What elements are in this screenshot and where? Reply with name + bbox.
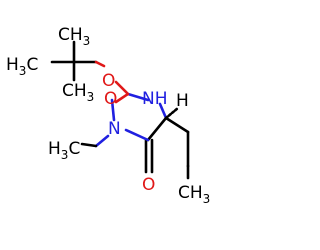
label-ch3-bottom: CH3 — [178, 183, 210, 206]
label-o-ester: O — [102, 71, 115, 91]
bond-calpha-camide — [146, 116, 168, 142]
bond-calpha-h — [164, 106, 180, 120]
chemical-structure: CH3 H3C CH3 O NH H N O H3C O CH3 — [6, 25, 210, 206]
label-n-amide: N — [108, 119, 121, 139]
label-ch3-mid: CH3 — [62, 81, 94, 104]
bond-n-ch3 — [94, 134, 110, 148]
label-ch3-top: CH3 — [58, 25, 90, 48]
bond-nh-calpha — [158, 102, 168, 120]
bond-n-o — [110, 98, 116, 122]
bond-camide-n — [124, 128, 150, 142]
bond-o-ester-left — [94, 60, 106, 68]
label-o-methoxy: O — [104, 89, 117, 109]
bond-calpha-ch2 — [164, 116, 190, 134]
label-o-carbonyl: O — [142, 175, 155, 195]
label-nh: NH — [142, 89, 168, 109]
atom-labels: CH3 H3C CH3 O NH H N O H3C O CH3 — [6, 25, 210, 206]
label-h3c-bottom-left: H3C — [48, 139, 80, 162]
label-h-chiral: H — [176, 91, 189, 111]
bond-ch3-stub — [80, 142, 98, 148]
bond-carbamate-co — [114, 92, 130, 104]
bond-o-ester-c — [114, 80, 130, 96]
bond-c-nh — [126, 92, 150, 102]
label-h3c-left: H3C — [6, 55, 38, 78]
bonds — [50, 40, 190, 180]
